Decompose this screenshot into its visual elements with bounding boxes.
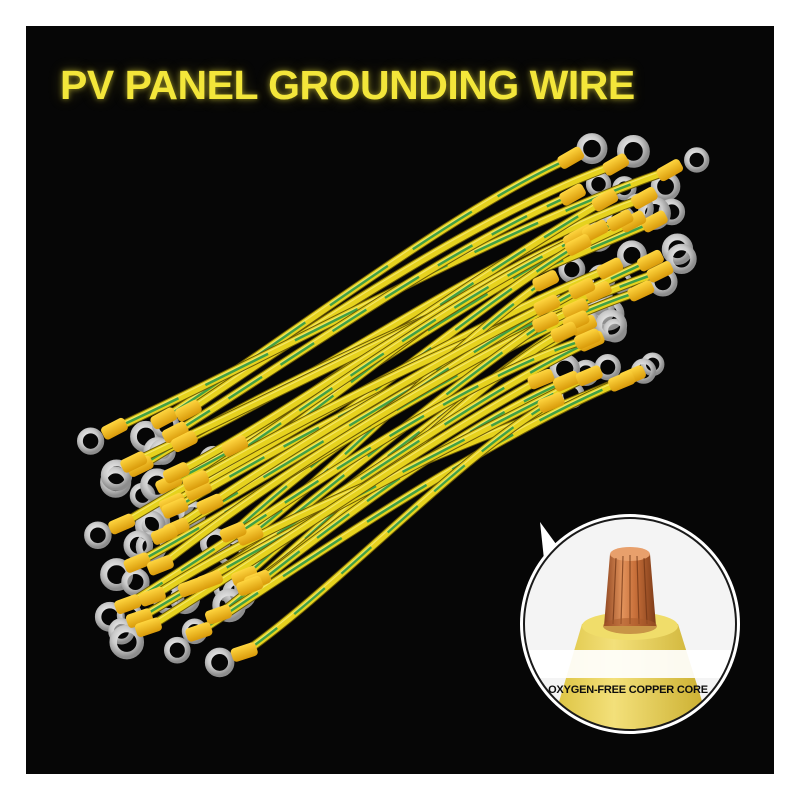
product-photo: PV PANEL GROUNDING WIRE OXYGEN-FREE COPP… [26,26,774,774]
insulated-sleeve [230,642,258,662]
insulated-sleeve [550,321,578,343]
ring-terminal [684,147,710,173]
insulated-sleeve [581,219,609,242]
insulated-sleeve [656,159,684,182]
wire-highlight [244,400,551,651]
insulated-sleeve [637,249,664,272]
insulated-sleeve [602,153,630,176]
insulated-sleeve [619,210,647,233]
insulated-sleeve [170,430,198,453]
green-stripe [199,380,622,633]
insulated-sleeve [185,622,213,642]
insulated-sleeve [182,470,210,492]
insulated-sleeve [150,524,178,545]
insulated-sleeve [146,555,174,576]
green-stripe [175,193,573,433]
insulated-sleeve [120,451,148,473]
insulated-sleeve [161,497,189,519]
insulated-sleeve [236,525,264,546]
insulated-sleeve [162,462,190,484]
wire-highlight [199,379,621,631]
insulated-sleeve [596,257,624,280]
yellow-green-wire [185,161,619,414]
insulated-sleeve [564,234,592,256]
insulated-sleeve [108,513,136,535]
insulated-sleeve [533,294,561,316]
insulated-sleeve [177,577,205,598]
ring-terminal [84,521,112,550]
insulated-sleeve [532,311,559,333]
page-title: PV PANEL GROUNDING WIRE [60,62,635,108]
insulated-sleeve [557,146,585,169]
insulated-sleeve [134,617,162,637]
green-stripe [218,380,566,616]
insulated-sleeve [150,407,178,430]
insulated-sleeve [231,566,259,587]
insulated-sleeve [591,189,619,212]
insulated-sleeve [101,417,128,440]
insulated-sleeve [608,371,636,392]
ring-terminal [76,427,105,455]
wire-highlight [149,376,541,626]
insulated-sleeve [568,277,596,300]
insulated-sleeve [584,281,612,303]
grounding-wires [110,153,674,657]
insulated-sleeve [559,183,586,206]
wire-bundle-illustration [76,133,740,734]
insulated-sleeve [138,586,166,607]
ring-terminal [163,636,191,664]
insulated-sleeve [219,521,247,543]
yellow-green-wire [145,375,544,631]
ring-terminal [666,243,697,275]
ring-terminal [616,134,650,168]
ring-terminal [100,459,133,491]
insulated-sleeve [641,210,668,233]
insulated-sleeve [204,604,232,625]
insulated-sleeve [537,392,565,413]
green-stripe [128,338,587,605]
insulated-sleeve [627,280,655,302]
insulated-sleeve [573,328,601,350]
insulated-sleeve [575,365,603,386]
insulated-sleeve [161,421,189,444]
ring-terminal [204,647,235,678]
insulated-sleeve [175,399,202,422]
green-stripe [244,324,584,577]
insulated-sleeve [646,261,674,283]
ring-terminal [595,309,628,342]
green-stripe [244,401,551,653]
ring-terminal [121,567,150,597]
terminal-sleeves [101,146,684,662]
ring-terminal [109,624,145,660]
insulated-sleeve [606,209,634,232]
wire-highlight [188,162,616,409]
insulated-sleeve [236,575,264,596]
insulated-sleeve [123,552,151,573]
insulated-sleeve [532,270,560,292]
insulated-sleeve [196,493,224,515]
insulated-sleeve [221,435,249,457]
insulated-sleeve [552,370,580,392]
callout-caption: OXYGEN-FREE COPPER CORE [548,684,708,696]
wire-highlight [175,192,572,431]
insulated-sleeve [114,594,142,615]
insulated-sleeve [185,479,212,501]
insulated-sleeve [630,186,658,209]
insulated-sleeve [527,368,555,390]
wire-highlight [128,336,587,603]
copper-core-callout [520,514,740,734]
insulated-sleeve [561,298,589,320]
